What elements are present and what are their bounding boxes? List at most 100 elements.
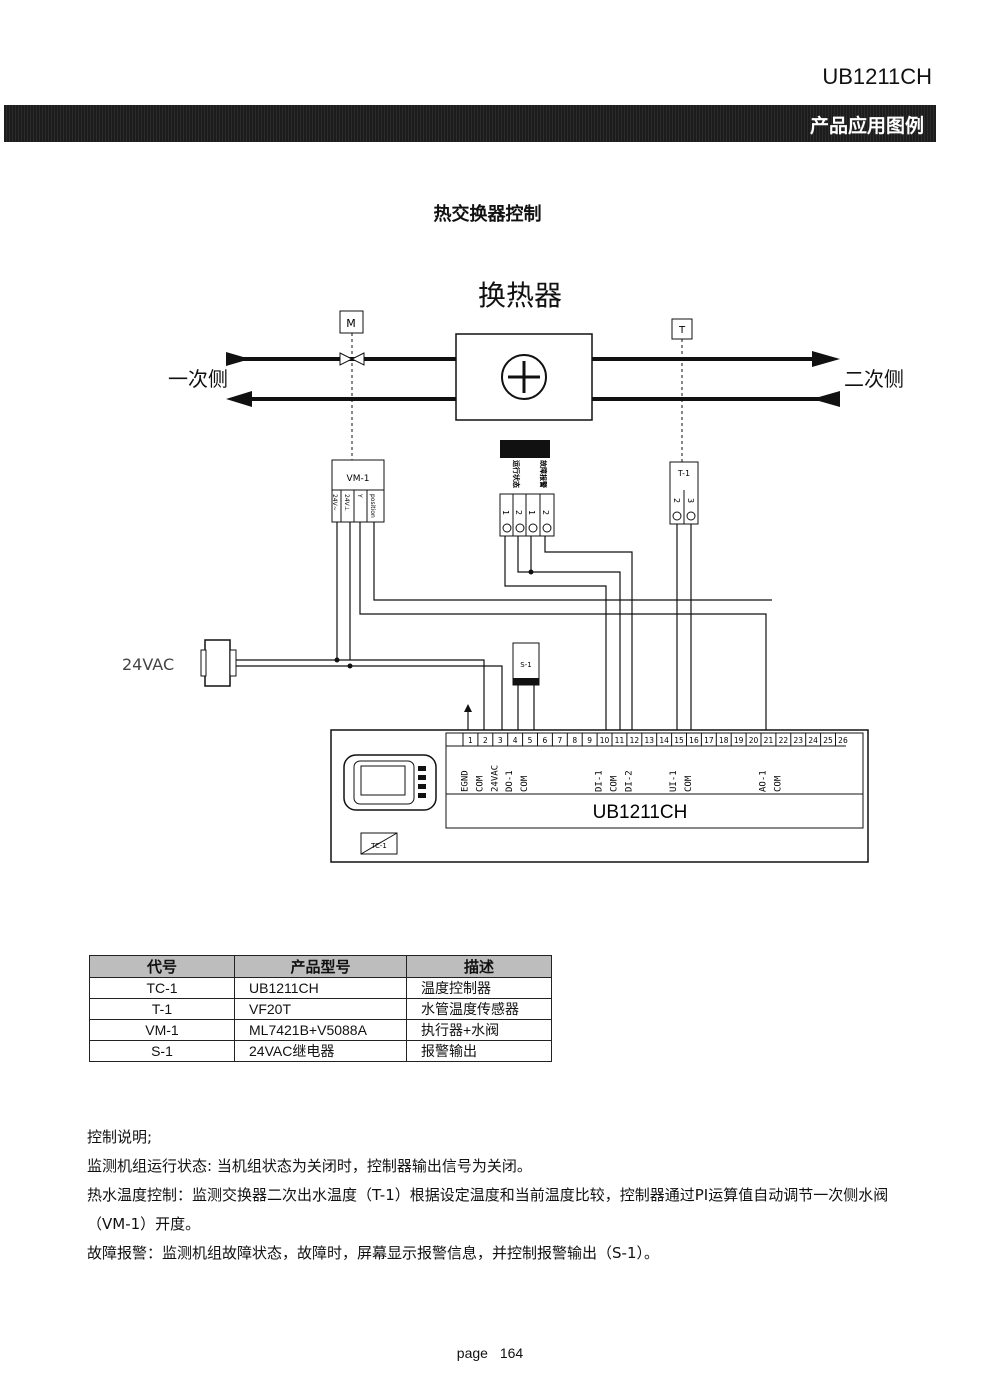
note-line: 监测机组运行状态: 当机组状态为关闭时，控制器输出信号为关闭。 bbox=[87, 1157, 532, 1175]
cell-code: S-1 bbox=[89, 1040, 235, 1062]
terminal-label: UI-1 bbox=[669, 770, 679, 792]
vm1-pin-1: 24V~ bbox=[331, 494, 338, 511]
note-line: 热水温度控制：监测交换器二次出水温度（T-1）根据设定温度和当前温度比较，控制器… bbox=[87, 1186, 889, 1204]
cell-desc: 温度控制器 bbox=[406, 977, 552, 999]
status-label-running: 运行状态 bbox=[512, 460, 521, 488]
page-number: 164 bbox=[499, 1345, 524, 1361]
terminal-label: DI-2 bbox=[624, 770, 634, 792]
table-row: S-1 24VAC继电器 报警输出 bbox=[89, 1040, 552, 1062]
terminal-label: 24VAC bbox=[490, 765, 500, 792]
terminal-label: COM bbox=[684, 775, 694, 792]
terminal-label: DO-1 bbox=[505, 770, 515, 792]
terminal-number: 5 bbox=[528, 736, 533, 745]
page-word: page bbox=[456, 1345, 488, 1361]
table-row: TC-1 UB1211CH 温度控制器 bbox=[89, 977, 552, 999]
heat-exchanger-label: 换热器 bbox=[478, 279, 562, 312]
table-header-row: 代号 产品型号 描述 bbox=[89, 955, 552, 978]
cell-code: T-1 bbox=[89, 998, 235, 1020]
terminal-number: 23 bbox=[793, 736, 803, 745]
wiring-diagram: 换热器 一次侧 二次侧 M T VM-1 24V~ 24V⊥ Y positio… bbox=[122, 279, 904, 863]
cell-model: UB1211CH bbox=[234, 977, 407, 999]
controller-model-label: UB1211CH bbox=[593, 802, 688, 823]
terminal-number: 10 bbox=[600, 736, 610, 745]
status-pin-1: 1 bbox=[501, 510, 510, 515]
section-title: 热交换器控制 bbox=[433, 204, 542, 225]
vm1-pin-4: position bbox=[369, 494, 376, 518]
terminal-label: COM bbox=[609, 775, 619, 792]
terminal-label: EGND bbox=[460, 770, 470, 792]
cell-code: VM-1 bbox=[89, 1019, 235, 1041]
transformer-box bbox=[204, 639, 231, 687]
terminal-number: 21 bbox=[764, 736, 774, 745]
terminal-number: 16 bbox=[689, 736, 699, 745]
terminal-number: 1 bbox=[468, 736, 473, 745]
header-banner: 产品应用图例 bbox=[4, 105, 936, 142]
terminal-number: 15 bbox=[674, 736, 684, 745]
terminal-label: COM bbox=[773, 775, 783, 792]
primary-return-arrowhead bbox=[226, 391, 252, 407]
col-header-desc: 描述 bbox=[406, 955, 552, 978]
valve-icon bbox=[339, 352, 354, 366]
terminal-number: 7 bbox=[557, 736, 562, 745]
terminal-number: 22 bbox=[779, 736, 789, 745]
cell-desc: 报警输出 bbox=[406, 1040, 552, 1062]
cell-desc: 执行器+水阀 bbox=[406, 1019, 552, 1041]
status-label-fault: 故障报警 bbox=[539, 460, 548, 488]
terminal-number: 2 bbox=[483, 736, 488, 745]
terminal-number: 18 bbox=[719, 736, 729, 745]
terminal-number: 17 bbox=[704, 736, 714, 745]
note-line: 故障报警：监测机组故障状态，故障时，屏幕显示报警信息，并控制报警输出（S-1）。 bbox=[87, 1244, 659, 1262]
spec-table: 代号 产品型号 描述 TC-1 UB1211CH 温度控制器 T-1 VF20T… bbox=[89, 955, 552, 1062]
cell-desc: 水管温度传感器 bbox=[406, 998, 552, 1020]
t1-pin-2: 3 bbox=[686, 498, 695, 503]
terminal-number: 4 bbox=[513, 736, 518, 745]
terminal-number: 25 bbox=[823, 736, 833, 745]
secondary-supply-arrowhead bbox=[812, 351, 840, 367]
primary-side-label: 一次侧 bbox=[168, 367, 228, 391]
col-header-code: 代号 bbox=[89, 955, 235, 978]
cell-model: VF20T bbox=[234, 998, 407, 1020]
terminal-label: COM bbox=[475, 775, 485, 792]
connector-plug bbox=[500, 440, 550, 458]
model-code: UB1211CH bbox=[822, 64, 932, 89]
terminal-strip bbox=[445, 732, 864, 829]
cell-model: 24VAC继电器 bbox=[234, 1040, 407, 1062]
terminal-label: COM bbox=[520, 775, 530, 792]
page-footer: page 164 bbox=[0, 1345, 980, 1361]
terminal-number: 26 bbox=[838, 736, 848, 745]
table-row: T-1 VF20T 水管温度传感器 bbox=[89, 998, 552, 1020]
terminal-number: 11 bbox=[615, 736, 625, 745]
cell-code: TC-1 bbox=[89, 977, 235, 999]
control-notes: 控制说明; 监测机组运行状态: 当机组状态为关闭时，控制器输出信号为关闭。 热水… bbox=[87, 1123, 987, 1268]
terminal-number: 12 bbox=[630, 736, 640, 745]
tc-label: TC-1 bbox=[370, 842, 387, 850]
s1-label: S-1 bbox=[520, 661, 531, 669]
note-line: （VM-1）开度。 bbox=[87, 1215, 201, 1233]
terminal-number: 24 bbox=[808, 736, 818, 745]
temp-sensor-label: T bbox=[678, 325, 686, 336]
vm1-pin-3: Y bbox=[356, 493, 363, 498]
col-header-model: 产品型号 bbox=[234, 955, 407, 978]
terminal-label: AO-1 bbox=[758, 770, 768, 792]
table-row: VM-1 ML7421B+V5088A 执行器+水阀 bbox=[89, 1019, 552, 1041]
terminal-number: 13 bbox=[644, 736, 654, 745]
status-pin-3: 1 bbox=[527, 510, 536, 515]
status-pin-4: 2 bbox=[541, 510, 550, 515]
power-label: 24VAC bbox=[122, 655, 174, 674]
status-pin-2: 2 bbox=[514, 510, 523, 515]
terminal-number: 14 bbox=[659, 736, 669, 745]
terminal-number: 9 bbox=[587, 736, 592, 745]
terminal-number: 20 bbox=[749, 736, 759, 745]
notes-heading: 控制说明; bbox=[87, 1128, 153, 1146]
t1-label: T-1 bbox=[677, 469, 690, 478]
secondary-side-label: 二次侧 bbox=[844, 367, 904, 391]
terminal-number: 8 bbox=[572, 736, 577, 745]
terminal-number: 19 bbox=[734, 736, 744, 745]
t1-pin-1: 2 bbox=[672, 498, 681, 503]
vm1-label: VM-1 bbox=[347, 474, 370, 484]
banner-title: 产品应用图例 bbox=[809, 115, 924, 137]
vm1-pin-2: 24V⊥ bbox=[343, 494, 350, 511]
primary-supply-arrowhead bbox=[226, 352, 250, 366]
cell-model: ML7421B+V5088A bbox=[234, 1019, 407, 1041]
terminal-label: DI-1 bbox=[595, 770, 605, 792]
